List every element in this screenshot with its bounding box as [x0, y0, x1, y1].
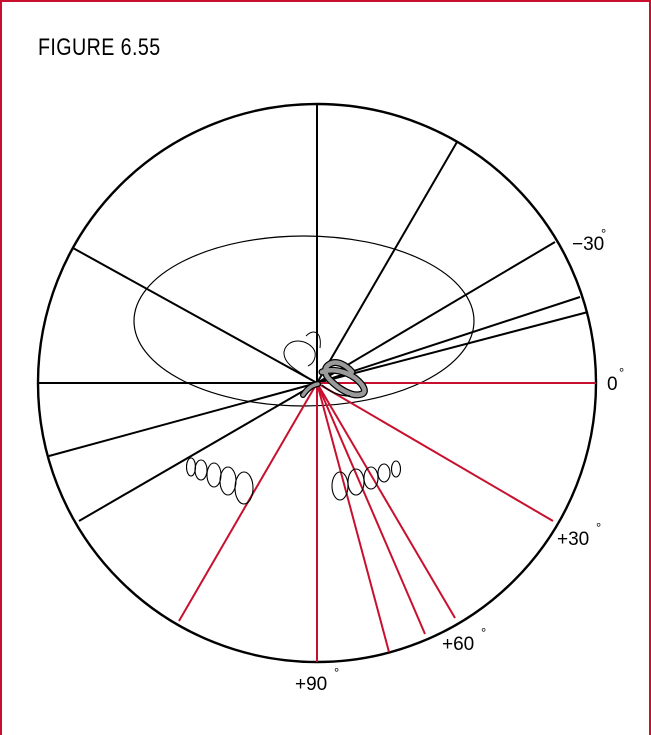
label-plus60: +60 [442, 634, 474, 655]
left-oval-cluster [185, 457, 254, 505]
degree-plus60: ° [481, 625, 486, 640]
degree-minus30: ° [601, 226, 606, 241]
angle-labels: −30 ° 0 ° +30 ° +60 ° +90 ° [295, 226, 624, 695]
gray-loop-fill [319, 360, 367, 398]
radial-line-upper-right-1 [316, 141, 458, 384]
oval-left-3 [206, 462, 222, 488]
radial-line-lower-left-2 [78, 382, 318, 522]
radial-line-upper-left [72, 247, 318, 384]
red-line-plus30 [316, 382, 554, 522]
oval-right-5 [390, 460, 402, 478]
label-plus90: +90 [295, 674, 327, 695]
degree-plus30: ° [596, 520, 601, 535]
lower-loop [321, 384, 351, 397]
red-radial-lines [178, 382, 596, 662]
oval-left-4 [219, 466, 237, 496]
degree-plus90: ° [334, 665, 339, 680]
gray-arm-left-fill [301, 382, 320, 397]
radial-line-upper-right-4 [316, 311, 589, 384]
center-figure [283, 331, 368, 399]
oval-right-3 [363, 466, 379, 490]
label-plus30: +30 [557, 529, 589, 550]
black-radial-lines [38, 104, 589, 522]
curl-line [283, 340, 318, 384]
label-zero: 0 [607, 374, 618, 395]
oval-left-1 [185, 457, 197, 477]
right-oval-cluster [331, 460, 402, 501]
degree-zero: ° [619, 365, 624, 380]
figure-title: FIGURE 6.55 [38, 34, 161, 61]
radial-line-upper-right-2 [316, 241, 556, 384]
red-line-plus60-c [316, 382, 390, 653]
thin-arc [305, 331, 321, 349]
red-line-plus60-b [316, 382, 426, 635]
oval-left-2 [194, 459, 208, 481]
radial-line-lower-left-1 [48, 382, 318, 457]
oval-right-4 [377, 463, 391, 483]
radial-line-upper-right-3 [316, 296, 581, 384]
label-minus30: −30 [572, 234, 604, 255]
oval-left-5 [234, 471, 254, 505]
red-line-plus60-a [316, 382, 456, 619]
